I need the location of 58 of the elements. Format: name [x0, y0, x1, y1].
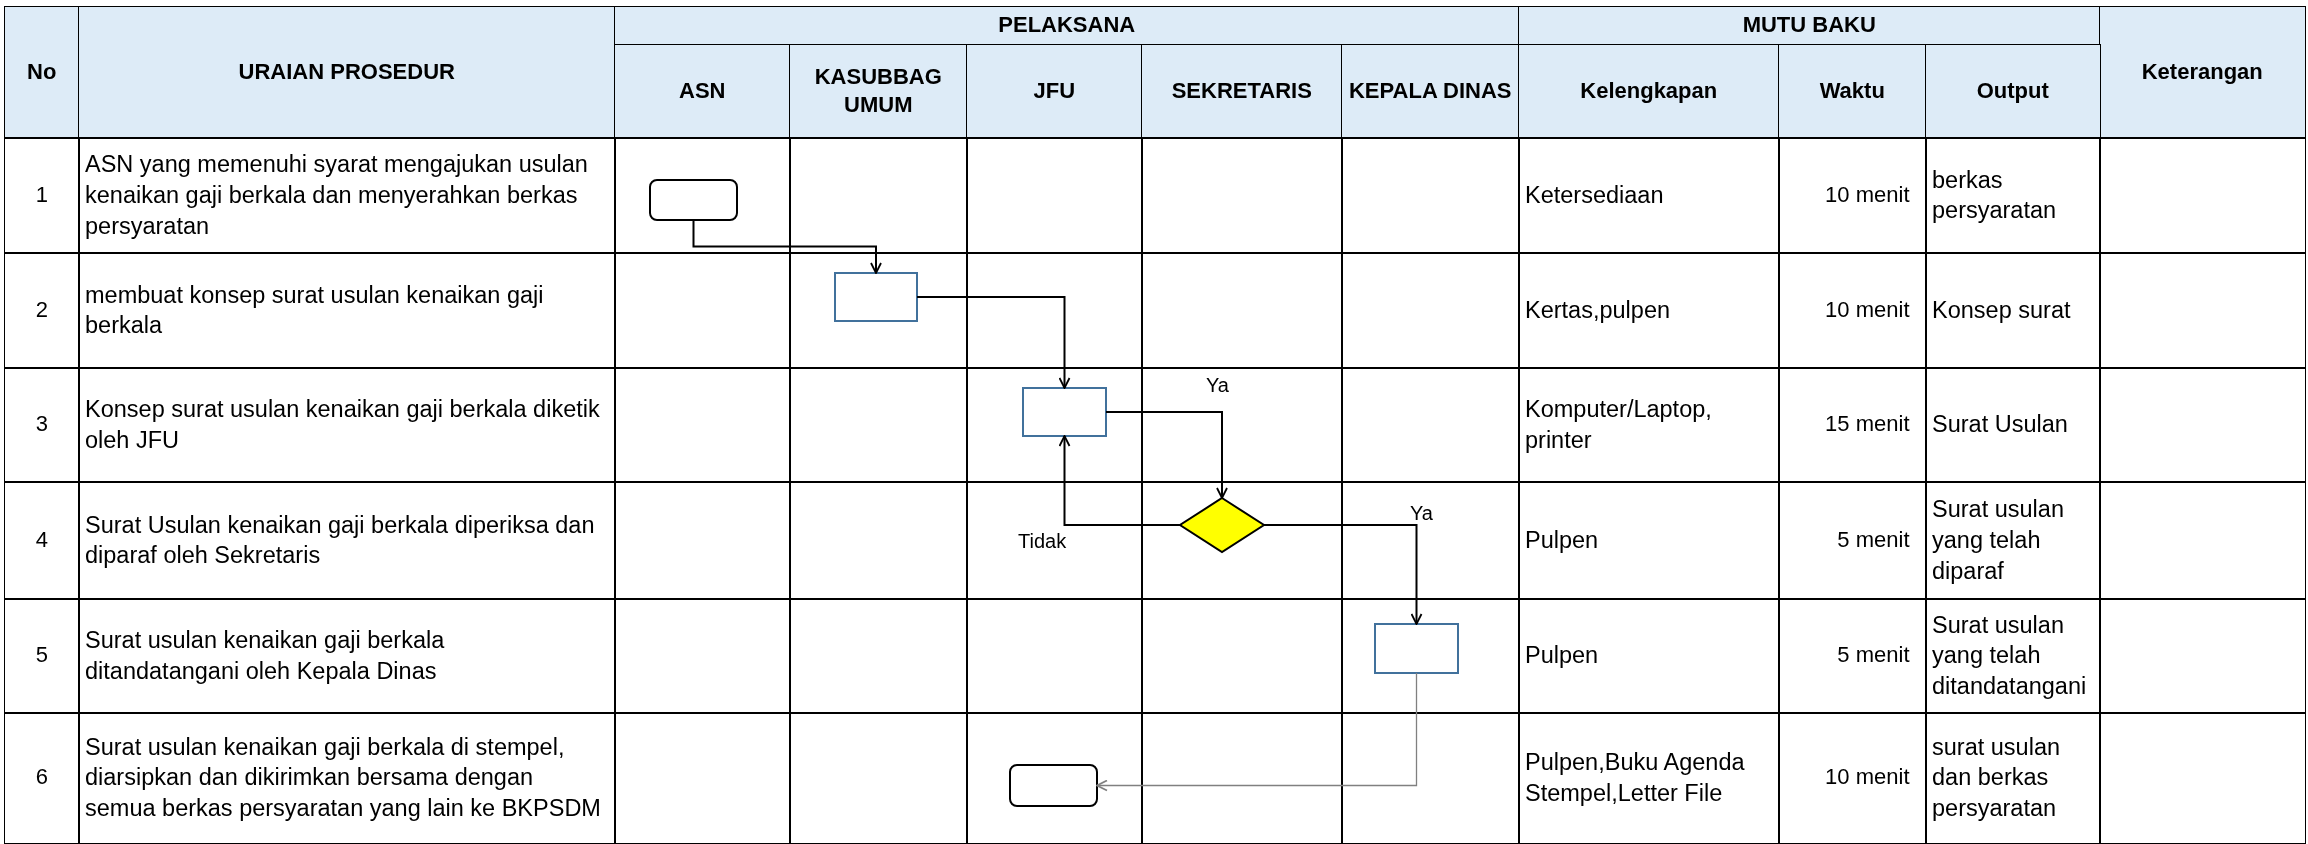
equipment-text: Pulpen: [1518, 481, 1780, 600]
step-number: 5: [4, 598, 80, 714]
column-header: MUTU BAKU: [1518, 6, 2101, 46]
arrow: [692, 219, 882, 274]
equipment-text: Kertas,pulpen: [1518, 252, 1780, 369]
output-text: Surat usulan yang telah diparaf: [1925, 481, 2101, 600]
column-header: No: [4, 6, 80, 139]
arrow: [1058, 435, 1181, 526]
arrow: [1263, 524, 1423, 625]
procedure-text: ASN yang memenuhi syarat mengajukan usulan kenaikan gaji berkala dan menyerahkan berkas persyaratan: [78, 137, 616, 254]
output-text: berkas persyaratan: [1925, 137, 2101, 254]
output-text: Surat usulan yang telah ditandatangani: [1925, 598, 2101, 714]
column-header: Output: [1925, 44, 2101, 139]
step-number: 6: [4, 712, 80, 844]
procedure-text: membuat konsep surat usulan kenaikan gaji berkala: [78, 252, 616, 369]
column-header: Kelengkapan: [1518, 44, 1780, 139]
column-header: Keterangan: [2099, 6, 2306, 139]
column-header: KASUBBAG UMUM: [789, 44, 968, 139]
arrow: [1105, 411, 1228, 499]
procedure-text: Surat usulan kenaikan gaji berkala di stempel, diarsipkan dan dikirimkan bersama dengan semua berkas persyaratan yang lain ke BKPSDM: [78, 712, 616, 844]
duration-text: 5 menit: [1778, 481, 1927, 600]
arrow: [916, 296, 1071, 389]
equipment-text: Pulpen: [1518, 598, 1780, 714]
duration-text: 10 menit: [1778, 137, 1927, 254]
output-text: Surat Usulan: [1925, 367, 2101, 483]
terminal-box: [649, 179, 738, 221]
column-header: PELAKSANA: [614, 6, 1520, 46]
arrow: [1096, 672, 1418, 792]
edge-label: Tidak: [1018, 529, 1067, 554]
duration-text: 10 menit: [1778, 252, 1927, 369]
column-header: ASN: [614, 44, 791, 139]
column-header: KEPALA DINAS: [1341, 44, 1520, 139]
step-number: 4: [4, 481, 80, 600]
procedure-text: Konsep surat usulan kenaikan gaji berkala diketik oleh JFU: [78, 367, 616, 483]
step-number: 2: [4, 252, 80, 369]
procedure-text: Surat usulan kenaikan gaji berkala ditandatangani oleh Kepala Dinas: [78, 598, 616, 714]
decision-diamond: [1178, 496, 1266, 554]
column-header: SEKRETARIS: [1141, 44, 1343, 139]
process-box: [1374, 623, 1459, 674]
column-header: Waktu: [1778, 44, 1927, 139]
terminal-box: [1009, 764, 1098, 807]
output-text: surat usulan dan berkas persyaratan: [1925, 712, 2101, 844]
edge-label: Ya: [1206, 373, 1229, 398]
column-header: URAIAN PROSEDUR: [78, 6, 616, 139]
equipment-text: Ketersediaan: [1518, 137, 1780, 254]
output-text: Konsep surat: [1925, 252, 2101, 369]
step-number: 1: [4, 137, 80, 254]
column-header: JFU: [966, 44, 1143, 139]
process-box: [1022, 387, 1107, 437]
equipment-text: Pulpen,Buku Agenda Stempel,Letter File: [1518, 712, 1780, 844]
duration-text: 10 menit: [1778, 712, 1927, 844]
process-box: [834, 272, 918, 322]
duration-text: 15 menit: [1778, 367, 1927, 483]
procedure-text: Surat Usulan kenaikan gaji berkala diperiksa dan diparaf oleh Sekretaris: [78, 481, 616, 600]
edge-label: Ya: [1410, 501, 1433, 526]
equipment-text: Komputer/Laptop, printer: [1518, 367, 1780, 483]
duration-text: 5 menit: [1778, 598, 1927, 714]
step-number: 3: [4, 367, 80, 483]
